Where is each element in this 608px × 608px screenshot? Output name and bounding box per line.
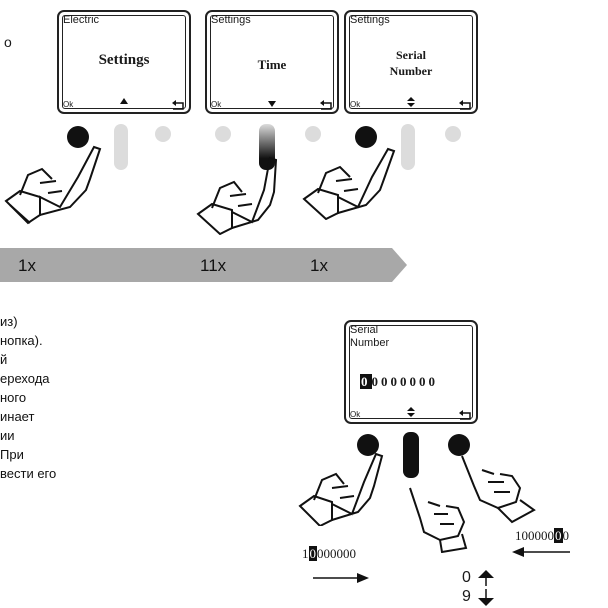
top-left-fragment: о [4,34,12,50]
down-arrow-icon [268,101,276,107]
hand-pointer-icon [4,145,102,225]
middle-button-idle [114,124,128,170]
screen-2-header: Settings [211,14,251,26]
screen-1-ok-label: Ok [63,100,74,109]
left-text-line: нопка). [0,333,43,348]
left-text-line: При [0,447,24,462]
serial-right-prefix: 100000 [515,528,554,543]
screen-3-title-line1: Serial [396,48,426,62]
left-text-line: ного [0,390,27,405]
screen-3-ok-label: Ok [350,100,361,109]
up-arrow-icon [478,570,494,586]
serial-left-rest: 000000 [317,546,356,561]
left-text-line: из) [0,314,18,329]
device-screen-3: Settings Serial Number Ok [344,10,478,114]
ok-button-idle [215,126,231,142]
hand-pointer-icon [196,156,278,235]
serial-value-right: 10000000 [515,528,569,544]
digit-min-label: 0 [462,569,471,586]
down-arrow-icon [478,589,494,606]
left-text-line: вести его [0,466,57,481]
right-arrow-icon [313,573,369,583]
screen-3-title-line2: Number [389,64,433,78]
serial-number-screen: Serial Number 00000000 Ok [344,320,478,424]
back-icon [459,410,471,420]
screen-1-header: Electric [63,14,100,26]
step-3-count: 1x [310,256,328,275]
back-button-idle [445,126,461,142]
ok-button-pressed [355,126,377,148]
back-button-pressed [448,434,470,456]
screen-2-title: Time [257,57,287,72]
middle-button-pressed [403,432,419,478]
hand-pointer-icon [298,452,384,526]
ok-button-pressed [357,434,379,456]
step-1-count: 1x [18,256,36,275]
screen-1-title: Settings [98,52,150,68]
back-icon [320,100,332,110]
serial-cursor-digit: 0 [360,374,372,389]
back-button-idle [155,126,171,142]
digit-max-label: 9 [462,588,471,605]
hand-pointer-icon [461,455,536,524]
back-icon [459,100,471,110]
screen-3-header: Settings [350,14,390,26]
step-2-count: 11x [200,256,227,275]
hand-pointer-icon [409,487,468,553]
up-arrow-icon [120,98,128,104]
sequence-arrow [0,248,407,282]
screen-2-ok-label: Ok [211,100,222,109]
serial-left-prefix: 1 [302,546,309,561]
ok-button-pressed [67,126,89,148]
left-text-line: инает [0,409,35,424]
back-button-idle [305,126,321,142]
up-down-arrow-icon [407,407,415,417]
serial-remaining-digits: 0000000 [371,374,438,389]
device-screen-2: Settings Time Ok [205,10,339,114]
serial-screen-header-line1: Serial [350,324,379,336]
serial-right-rest: 0 [562,528,570,543]
serial-screen-ok-label: Ok [350,410,361,419]
middle-button-idle [401,124,415,170]
hand-pointer-icon [302,147,396,220]
left-arrow-icon [512,547,570,557]
serial-right-cursor: 0 [554,528,563,543]
left-text-line: й [0,352,8,367]
back-icon [172,100,184,110]
device-screen-1: Electric Settings Ok [57,10,191,114]
left-text-line: ерехода [0,371,50,386]
serial-left-cursor: 0 [308,546,317,561]
serial-value-left: 10000000 [302,546,356,562]
left-text-line: ии [0,428,15,443]
serial-screen-header-line2: Number [350,337,390,349]
serial-number-digits: 00000000 [360,374,438,390]
up-down-arrow-icon [407,97,415,107]
